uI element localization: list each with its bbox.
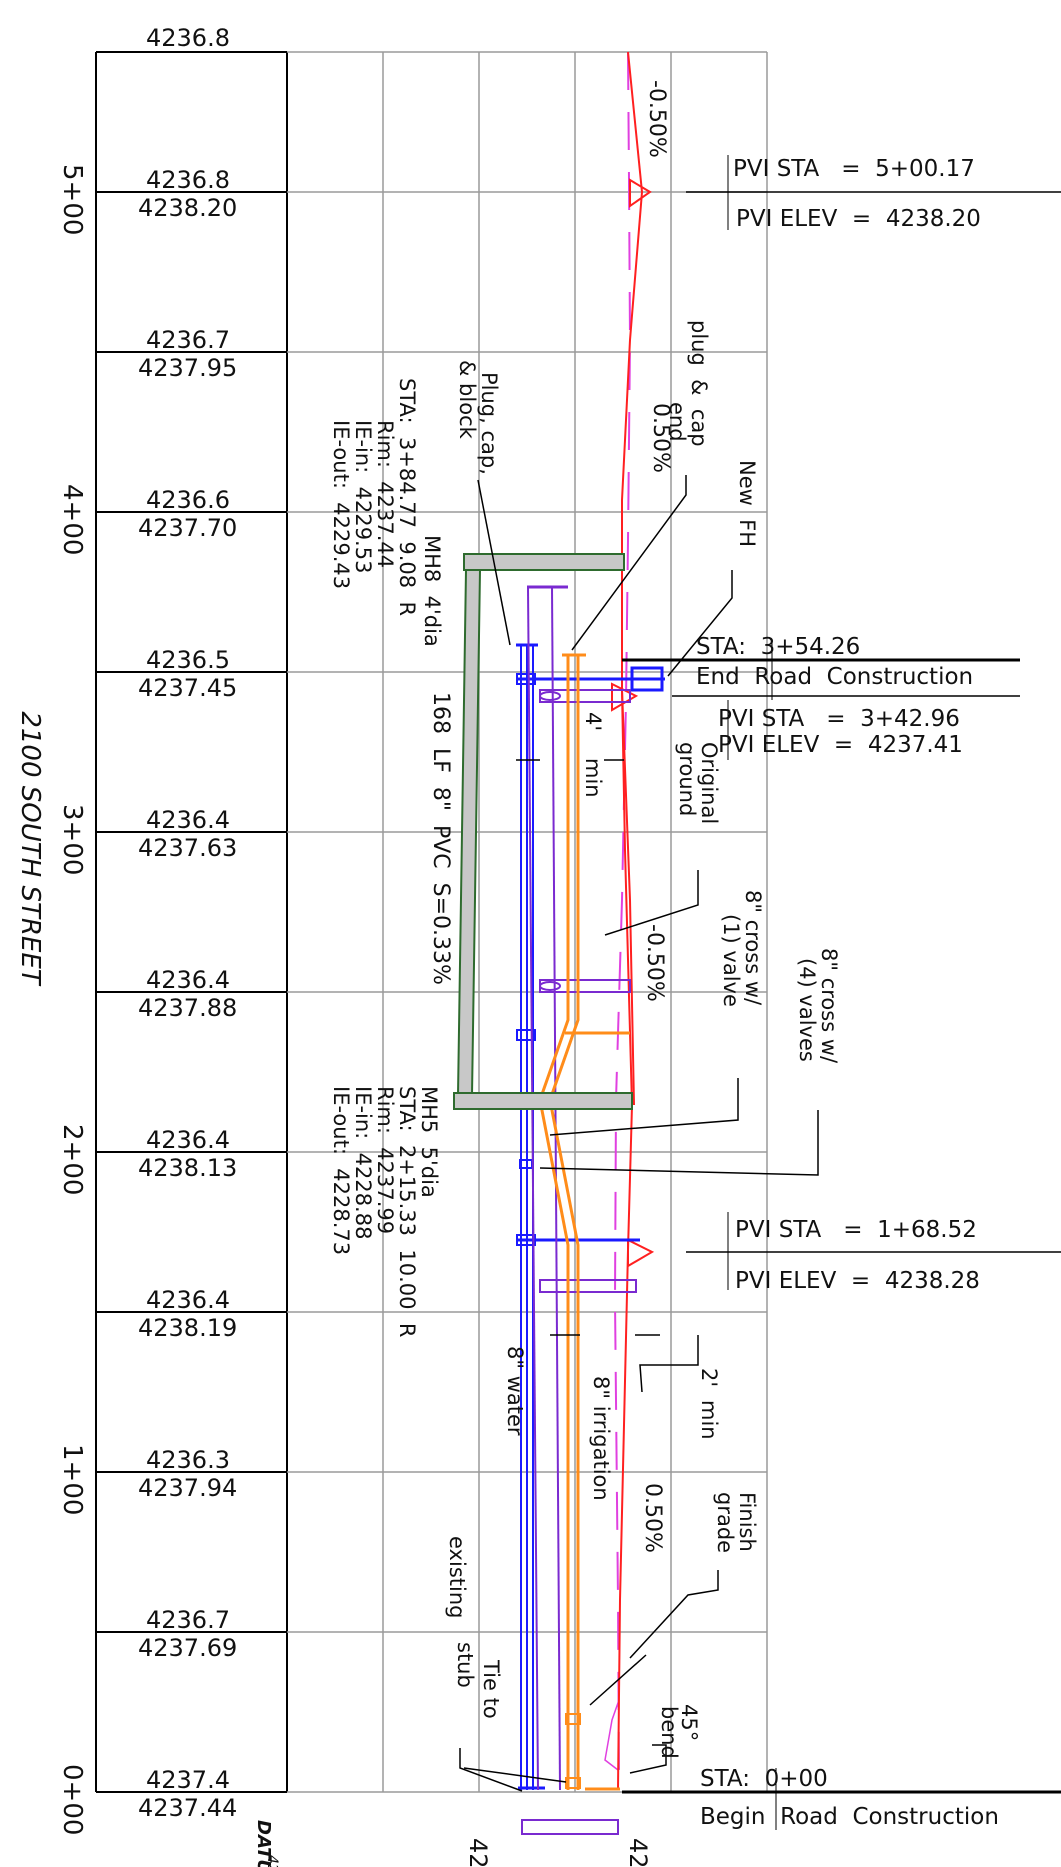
existing-elev: 4236.8: [146, 166, 230, 194]
existing-elev: 4236.4: [146, 1126, 230, 1154]
street-name: 2100 SOUTH STREET: [15, 711, 45, 986]
grade-middle: -0.50%: [642, 924, 667, 1002]
existing-elev: 4236.4: [146, 966, 230, 994]
axis-label-4240: 4240: [624, 1838, 652, 1867]
svg-text:New FH: New FH: [735, 460, 759, 547]
end-road-label: End Road Construction: [696, 664, 973, 690]
svg-text:Rim: 4237.44: Rim: 4237.44: [373, 420, 397, 568]
svg-text:(4) valves: (4) valves: [795, 958, 819, 1062]
svg-text:min: min: [697, 1400, 721, 1440]
mh5-callout: MH5 5'dia STA: 2+15.33 10.00 R Rim: 4237…: [329, 1086, 441, 1337]
ground-line-stub: [604, 1699, 620, 1771]
svg-text:IE-in: 4229.53: IE-in: 4229.53: [351, 420, 375, 573]
station-label: 4+00: [57, 484, 87, 555]
svg-text:DATU: DATU: [253, 1820, 274, 1867]
sewer-pipe: [527, 586, 539, 1791]
svg-text:existing: existing: [445, 1536, 469, 1618]
pipe-label: 168 LF 8" PVC S=0.33%: [428, 692, 453, 985]
existing-elev: 4236.6: [146, 486, 230, 514]
mh8-callout: MH8 4'dia STA: 3+84.77 9.08 R Rim: 4237.…: [329, 378, 444, 647]
svg-text:8" irrigation: 8" irrigation: [589, 1376, 613, 1501]
design-elev: 4237.88: [138, 994, 237, 1022]
existing-elev: 4236.4: [146, 806, 230, 834]
grade-upper: 0.50%: [648, 403, 673, 473]
existing-elev: 4236.7: [146, 1606, 230, 1634]
design-elev: 4237.45: [138, 674, 237, 702]
pvi2-sta: PVI STA = 3+42.96: [718, 706, 960, 732]
design-elev: 4238.20: [138, 194, 237, 222]
existing-elev: 4236.8: [146, 24, 230, 52]
axis-label-4230: 4230: [464, 1838, 492, 1867]
station-label: 2+00: [57, 1124, 87, 1195]
svg-text:8" water: 8" water: [503, 1346, 527, 1436]
mh8-structure: [463, 553, 625, 571]
design-elev: 4237.95: [138, 354, 237, 382]
pvi-triangle-1: [629, 178, 652, 208]
design-elev: 4237.69: [138, 1634, 237, 1662]
datum-label: DATU 42: [253, 1820, 280, 1867]
svg-text:bend: bend: [657, 1706, 681, 1759]
svg-text:4': 4': [581, 712, 605, 731]
svg-text:8" cross w/: 8" cross w/: [817, 948, 841, 1064]
svg-text:8" cross w/: 8" cross w/: [741, 890, 765, 1006]
station-label: 0+00: [57, 1764, 87, 1835]
existing-elev: 4236.3: [146, 1446, 230, 1474]
svg-text:45°: 45°: [677, 1704, 701, 1741]
existing-elev: 4236.4: [146, 1286, 230, 1314]
svg-text:Finish: Finish: [735, 1492, 759, 1552]
elevation-column: 4236.84236.84238.204236.74237.954236.642…: [57, 24, 237, 1835]
grade-lower: 0.50%: [640, 1483, 665, 1553]
station-label: 3+00: [57, 804, 87, 875]
svg-text:2': 2': [697, 1368, 721, 1387]
svg-text:grade: grade: [713, 1492, 737, 1553]
grade-top: -0.50%: [644, 80, 669, 158]
design-elev: 4237.63: [138, 834, 237, 862]
existing-elev: 4237.4: [146, 1766, 230, 1794]
design-elev: 4238.19: [138, 1314, 237, 1342]
pvi-triangle-3: [627, 1238, 655, 1268]
mh5-structure: [456, 569, 482, 1096]
svg-text:Rim: 4237.99: Rim: 4237.99: [373, 1086, 397, 1234]
svg-text:IE-out: 4229.43: IE-out: 4229.43: [329, 420, 353, 589]
linework: [453, 51, 1061, 1835]
design-elev: 4238.13: [138, 1154, 237, 1182]
svg-text:min: min: [581, 758, 605, 798]
svg-text:plug & cap: plug & cap: [687, 320, 711, 447]
finish-grade-line: [617, 51, 644, 1791]
svg-text:IE-in: 4228.88: IE-in: 4228.88: [351, 1086, 375, 1239]
notes: Plug, cap, & block plug & cap end New FH…: [445, 320, 841, 1759]
begin-road-label: Begin Road Construction: [700, 1804, 999, 1830]
pvi1-elev: PVI ELEV = 4238.20: [736, 206, 981, 232]
svg-text:ground: ground: [675, 742, 699, 816]
design-elev: 4237.44: [138, 1794, 237, 1822]
svg-text:42: 42: [264, 1855, 280, 1867]
svg-text:STA: 2+15.33 10.00 R: STA: 2+15.33 10.00 R: [395, 1086, 419, 1337]
pvi3-sta: PVI STA = 1+68.52: [735, 1217, 977, 1243]
design-elev: 4237.70: [138, 514, 237, 542]
existing-elev: 4236.7: [146, 326, 230, 354]
station-label: 1+00: [57, 1444, 87, 1515]
svg-text:stub: stub: [453, 1642, 477, 1688]
end-road-sta: STA: 3+54.26: [696, 634, 860, 660]
pvi2-elev: PVI ELEV = 4237.41: [718, 732, 963, 758]
finish-grade-line-2: [621, 689, 635, 1106]
pvi3-elev: PVI ELEV = 4238.28: [735, 1268, 980, 1294]
svg-text:Plug, cap,: Plug, cap,: [477, 372, 501, 475]
svg-text:Tie to: Tie to: [479, 1659, 503, 1719]
design-elev: 4237.94: [138, 1474, 237, 1502]
svg-text:STA: 3+84.77 9.08 R: STA: 3+84.77 9.08 R: [395, 378, 419, 616]
svg-text:end: end: [665, 402, 689, 442]
existing-elev: 4236.5: [146, 646, 230, 674]
begin-road-sta: STA: 0+00: [700, 1766, 828, 1792]
svg-text:(1) valve: (1) valve: [719, 914, 743, 1007]
svg-text:MH8 4'dia: MH8 4'dia: [420, 535, 444, 647]
pvi1-sta: PVI STA = 5+00.17: [733, 156, 975, 182]
svg-text:MH5 5'dia: MH5 5'dia: [417, 1086, 441, 1198]
station-label: 5+00: [57, 164, 87, 235]
svg-text:IE-out: 4228.73: IE-out: 4228.73: [329, 1086, 353, 1255]
svg-text:& block: & block: [455, 360, 479, 440]
svg-text:Original: Original: [697, 742, 721, 824]
